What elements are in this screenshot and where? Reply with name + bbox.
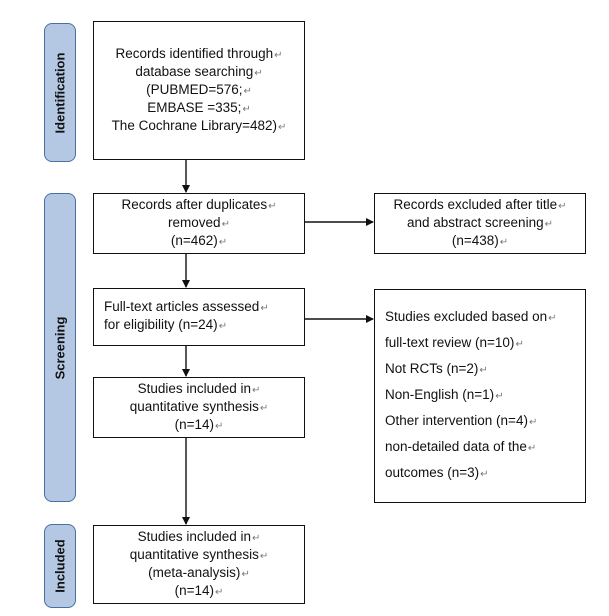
box-text-line: Studies excluded based on↵ [385,305,575,331]
return-mark-icon: ↵ [548,313,557,324]
box-text-line: (meta-analysis)↵ [148,565,250,583]
box-text-line: outcomes (n=3)↵ [385,461,575,487]
box-text: (meta-analysis) [148,564,241,580]
return-mark-icon: ↵ [479,365,488,376]
phase-included: Included [44,524,76,608]
box-text: for eligibility (n=24) [104,317,218,332]
box-text: EMBASE =335; [147,99,242,115]
return-mark-icon: ↵ [260,303,269,314]
box-text: Other intervention (n=4) [385,413,528,428]
box-text: Records excluded after title [393,196,558,212]
box-text-line: Studies included in↵ [138,381,261,399]
box-text-line: removed↵ [168,215,230,233]
box-text: Records after duplicates [121,196,268,212]
box-text-line: The Cochrane Library=482)↵ [112,118,287,136]
box-text-line: Non-English (n=1)↵ [385,383,575,409]
box-text-line: for eligibility (n=24)↵ [104,317,294,335]
box-text-line: database searching↵ [135,64,262,82]
return-mark-icon: ↵ [218,321,228,332]
box-text: (n=438) [451,232,499,248]
box-excluded-title-abstract: Records excluded after title↵and abstrac… [374,193,586,254]
box-text-line: (n=462)↵ [171,233,227,251]
box-text-line: Studies included in↵ [138,529,261,547]
box-text: Studies included in [137,380,251,396]
phase-screening: Screening [44,193,76,502]
box-records-identified: Records identified through↵database sear… [93,21,305,160]
return-mark-icon: ↵ [251,384,261,396]
box-text: The Cochrane Library=482) [111,117,278,133]
box-text-line: full-text review (n=10)↵ [385,331,575,357]
box-after-duplicates: Records after duplicates↵removed↵(n=462)… [93,193,305,254]
box-text-line: EMBASE =335;↵ [147,100,251,118]
return-mark-icon: ↵ [499,236,509,248]
box-text: (n=14) [174,582,214,598]
box-text: (n=462) [170,232,218,248]
return-mark-icon: ↵ [215,586,224,598]
box-fulltext-assessed: Full-text articles assessed↵for eligibil… [93,288,305,346]
return-mark-icon: ↵ [527,443,537,454]
box-text: quantitative synthesis [129,546,259,562]
box-text-line: (PUBMED=576;↵ [146,82,252,100]
box-text: (PUBMED=576; [146,81,243,97]
box-text: removed [168,214,221,230]
return-mark-icon: ↵ [278,121,287,133]
return-mark-icon: ↵ [268,200,277,212]
box-quantitative-synthesis: Studies included in↵quantitative synthes… [93,377,305,438]
box-text: Studies included in [137,528,251,544]
box-text-line: Records after duplicates↵ [122,197,277,215]
box-text-line: non-detailed data of the↵ [385,435,575,461]
return-mark-icon: ↵ [528,417,538,428]
box-text-line: Records identified through↵ [116,46,283,64]
box-text: Full-text articles assessed [104,299,260,314]
return-mark-icon: ↵ [241,568,250,580]
box-text: (n=14) [174,416,214,432]
return-mark-icon: ↵ [254,67,263,79]
return-mark-icon: ↵ [558,200,567,212]
return-mark-icon: ↵ [218,236,228,248]
return-mark-icon: ↵ [215,420,224,432]
box-text: database searching [135,63,254,79]
box-text: outcomes (n=3) [385,465,480,480]
return-mark-icon: ↵ [243,85,252,97]
return-mark-icon: ↵ [251,532,261,544]
box-text: Records identified through [115,45,274,61]
box-text: Not RCTs (n=2) [385,361,479,376]
box-text-line: (n=14)↵ [175,583,224,601]
box-meta-analysis: Studies included in↵quantitative synthes… [93,525,305,604]
box-text-line: quantitative synthesis↵ [130,547,268,565]
box-text: Studies excluded based on [385,309,548,324]
phase-identification: Identification [44,23,76,162]
box-text-line: Full-text articles assessed↵ [104,299,294,317]
box-excluded-fulltext: Studies excluded based on↵full-text revi… [374,289,586,503]
box-text-line: Records excluded after title↵ [394,197,567,215]
box-text: non-detailed data of the [385,439,527,454]
return-mark-icon: ↵ [221,218,230,230]
box-text-line: quantitative synthesis↵ [130,399,268,417]
return-mark-icon: ↵ [259,550,269,562]
box-text: and abstract screening [407,214,544,230]
box-text-line: and abstract screening↵ [407,215,553,233]
return-mark-icon: ↵ [480,469,489,480]
return-mark-icon: ↵ [274,49,283,61]
box-text-line: (n=438)↵ [452,233,508,251]
box-text: full-text review (n=10) [385,335,515,350]
box-text: quantitative synthesis [129,398,259,414]
return-mark-icon: ↵ [242,103,251,115]
return-mark-icon: ↵ [515,339,524,350]
box-text-line: Not RCTs (n=2)↵ [385,357,575,383]
box-text-line: Other intervention (n=4)↵ [385,409,575,435]
return-mark-icon: ↵ [495,391,504,402]
box-text-line: (n=14)↵ [175,417,224,435]
box-text: Non-English (n=1) [385,387,495,402]
return-mark-icon: ↵ [544,218,553,230]
return-mark-icon: ↵ [259,402,269,414]
